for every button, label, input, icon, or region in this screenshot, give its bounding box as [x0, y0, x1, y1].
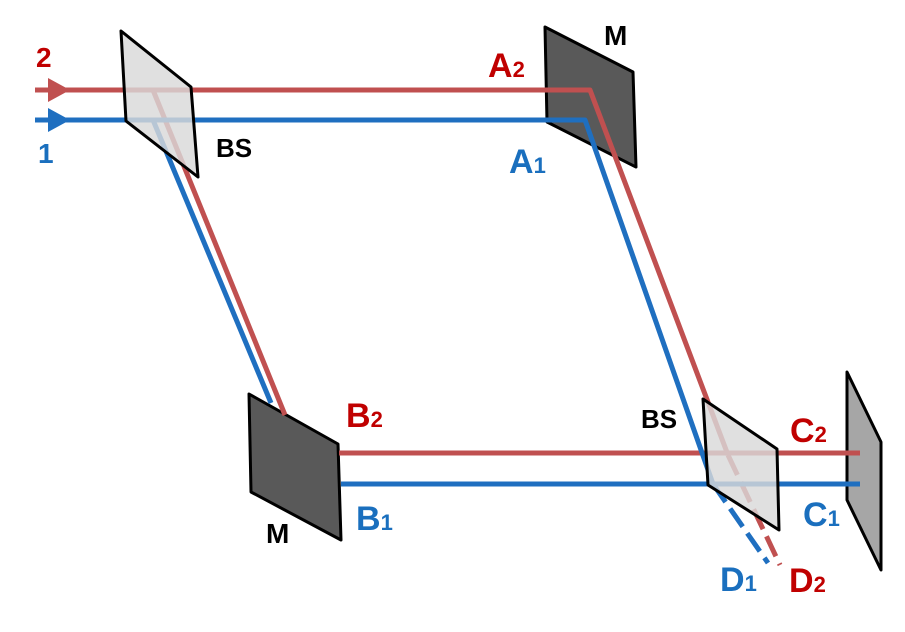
arrow-beam-2: [48, 78, 70, 102]
beam-splitter-bottom: [701, 397, 781, 532]
input-1-label: 1: [38, 138, 54, 169]
label-b1: B1: [356, 500, 393, 538]
label-d2: D2: [789, 562, 826, 600]
mirror-bottom: [247, 392, 343, 542]
mirror-bottom-label: M: [266, 518, 289, 549]
beam-1-lower-arm: [150, 119, 274, 404]
beam-splitter-top: [119, 29, 200, 179]
label-c1: C1: [803, 496, 840, 534]
beam-2-upper-arm: [153, 87, 731, 456]
label-c2: C2: [790, 412, 827, 450]
bs-bottom-label: BS: [641, 404, 677, 434]
arrow-beam-1: [48, 108, 70, 132]
beam-1-output-d: [710, 482, 771, 565]
detector-screen: [845, 370, 883, 572]
label-d1: D1: [720, 561, 757, 599]
label-a1: A1: [509, 143, 546, 181]
beam-1-upper-arm: [153, 117, 716, 485]
bs-top-label: BS: [216, 133, 252, 163]
label-a2: A2: [488, 47, 525, 85]
label-b2: B2: [346, 397, 383, 435]
input-2-label: 2: [36, 42, 52, 73]
mirror-top-label: M: [604, 20, 627, 51]
